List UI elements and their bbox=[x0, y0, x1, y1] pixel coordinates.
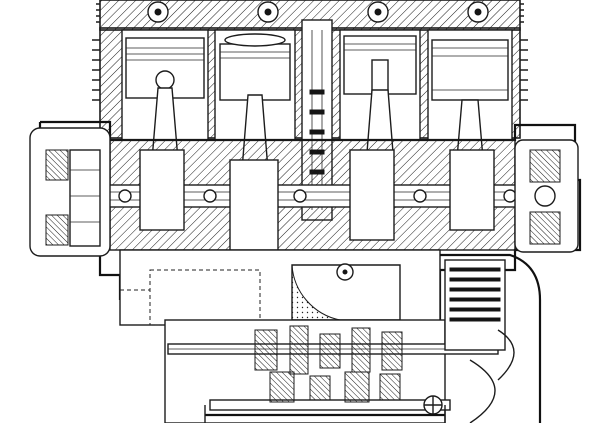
balancer-gear bbox=[291, 263, 401, 321]
valve-gear bbox=[147, 1, 489, 23]
shift-selector bbox=[423, 395, 443, 415]
crank-webs bbox=[139, 149, 495, 251]
lower-crankcase bbox=[119, 249, 441, 326]
piston-2 bbox=[219, 33, 291, 101]
cylinder-4 bbox=[427, 29, 513, 171]
cylinder-1 bbox=[121, 29, 209, 161]
cylinder-2 bbox=[214, 29, 296, 171]
main-bearings bbox=[118, 189, 517, 203]
clutch bbox=[440, 253, 542, 423]
block-cooling-fins-right bbox=[520, 39, 528, 101]
gear-cluster bbox=[254, 325, 403, 403]
right-cover bbox=[514, 139, 579, 253]
counter-shaft bbox=[209, 399, 451, 411]
oil-pan bbox=[204, 405, 446, 423]
clutch-plates bbox=[449, 267, 501, 322]
left-alternator bbox=[29, 127, 111, 257]
head-cooling-fins bbox=[96, 3, 524, 23]
gearbox bbox=[164, 319, 499, 423]
cylinder-head bbox=[96, 0, 524, 31]
block-cooling-fins-left bbox=[92, 39, 100, 101]
